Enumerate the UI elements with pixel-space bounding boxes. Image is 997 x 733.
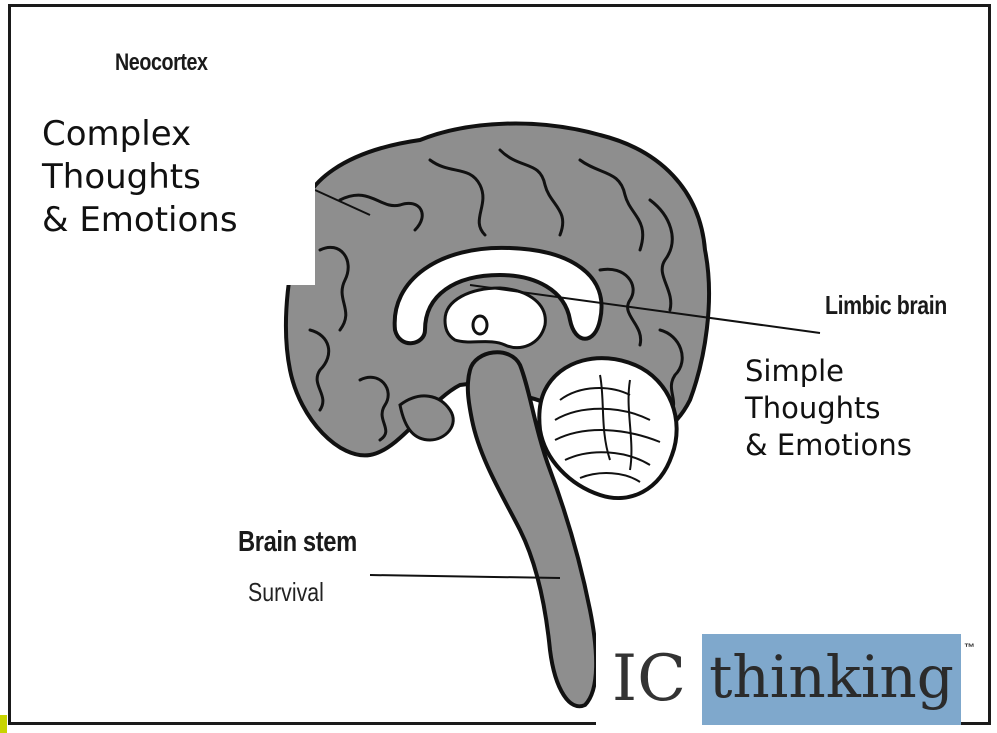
limbic-description: Simple Thoughts & Emotions: [745, 353, 912, 463]
ic-thinking-logo: IC thinking ™: [596, 634, 961, 725]
hippocampus-shape: [400, 396, 453, 440]
logo-thinking-text: thinking: [702, 634, 961, 725]
logo-ic-text: IC: [596, 634, 702, 725]
neocortex-desc-line-1: Complex: [42, 113, 238, 156]
limbic-desc-line-2: Thoughts: [745, 390, 912, 427]
neocortex-label: Neocortex: [115, 49, 208, 77]
limbic-desc-line-3: & Emotions: [745, 427, 912, 464]
brain-stem-pointer: [370, 575, 560, 578]
neocortex-description: Complex Thoughts & Emotions: [42, 113, 238, 243]
neocortex-desc-line-2: Thoughts: [42, 156, 238, 199]
limbic-label: Limbic brain: [825, 290, 947, 321]
limbic-desc-line-1: Simple: [745, 353, 912, 390]
trademark-mark: ™: [964, 642, 975, 654]
neocortex-desc-line-3: & Emotions: [42, 199, 238, 242]
brain-stem-label: Brain stem: [238, 526, 357, 559]
cerebellum-shape: [539, 358, 676, 498]
limbic-inner: [445, 288, 545, 348]
brain-stem-description: Survival: [248, 577, 324, 608]
